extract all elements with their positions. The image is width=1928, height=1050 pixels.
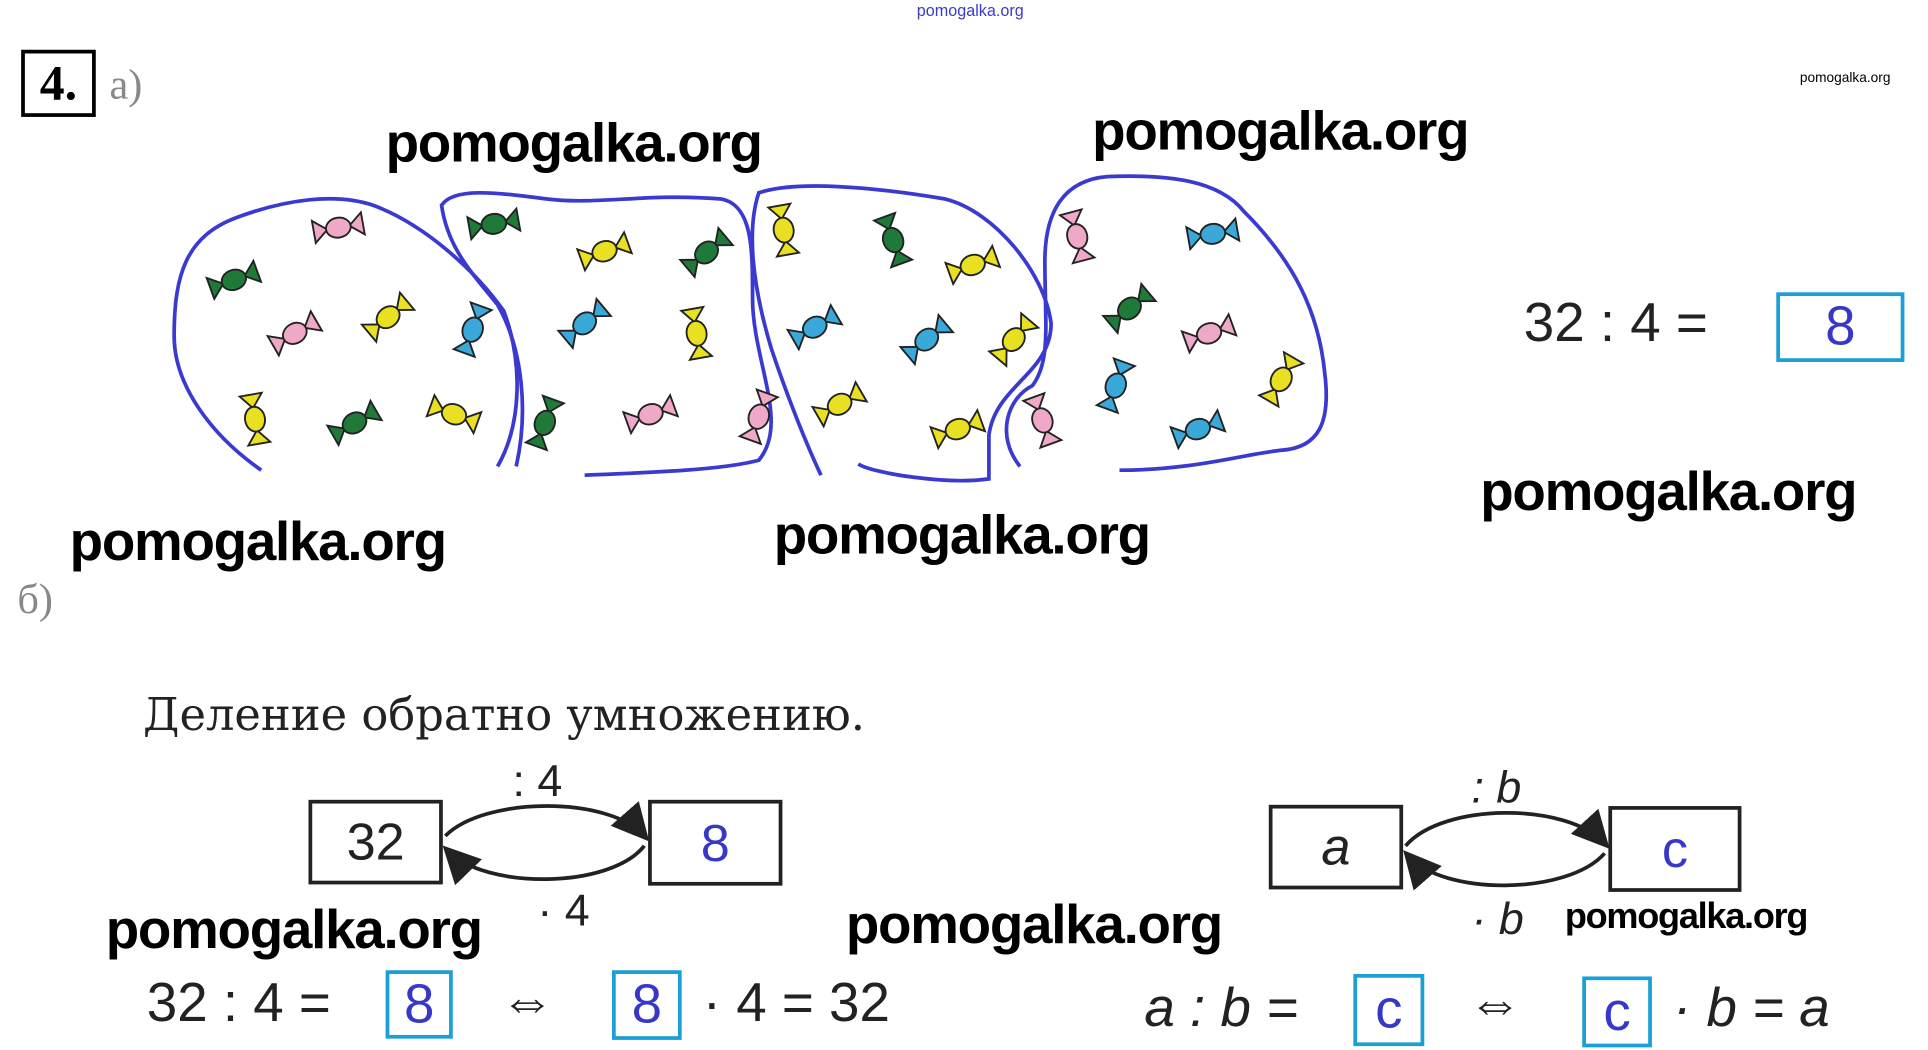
candy-icon bbox=[1169, 407, 1227, 451]
diagram-box-a: a bbox=[1268, 804, 1404, 890]
candy-icon bbox=[678, 225, 735, 280]
candy-icon bbox=[898, 312, 955, 367]
diagram-bottom-op: · b bbox=[1471, 893, 1524, 945]
watermark: pomogalka.org bbox=[105, 899, 483, 961]
arrow-forward bbox=[443, 801, 650, 842]
candy-icon bbox=[1180, 312, 1238, 355]
candy-icon bbox=[1185, 216, 1241, 252]
candy-icon bbox=[575, 230, 634, 273]
diagram-top-op: : 4 bbox=[512, 755, 563, 807]
candy-icon bbox=[621, 393, 680, 436]
eq-letters-rhs: · b = a bbox=[1673, 977, 1830, 1039]
eq-numeric-rhs: · 4 = 32 bbox=[702, 972, 890, 1034]
diagram-box-quotient: 8 bbox=[648, 799, 783, 886]
answer-box: c bbox=[1353, 973, 1425, 1047]
candy-icon bbox=[1094, 356, 1137, 415]
candy-icon bbox=[766, 202, 802, 258]
candy-icon bbox=[1256, 350, 1306, 409]
diagram-box-dividend: 32 bbox=[308, 799, 443, 885]
arrow-back bbox=[442, 844, 646, 886]
rule-text: Деление обратно умножению. bbox=[143, 690, 866, 742]
watermark: pomogalka.org bbox=[1480, 461, 1857, 523]
answer-box: c bbox=[1582, 976, 1652, 1048]
candy-icon bbox=[929, 407, 987, 451]
candy-icon bbox=[1021, 391, 1064, 450]
candy-icon bbox=[523, 394, 567, 452]
candy-group-outline bbox=[439, 191, 774, 478]
watermark-top: pomogalka.org bbox=[916, 1, 1024, 20]
part-b-label: б) bbox=[17, 577, 54, 624]
candy-icon bbox=[810, 379, 869, 429]
candy-icon bbox=[265, 309, 324, 358]
candy-icon bbox=[205, 258, 263, 302]
eq-numeric-lhs: 32 : 4 = bbox=[146, 972, 331, 1034]
candy-icon bbox=[1057, 208, 1097, 265]
candy-icon bbox=[871, 211, 915, 269]
arrow-forward bbox=[1404, 808, 1610, 849]
candy-icon bbox=[556, 296, 613, 351]
answer-box: 8 bbox=[385, 970, 453, 1039]
part-a-label: а) bbox=[109, 62, 143, 109]
candy-icon bbox=[425, 393, 483, 436]
answer-box: 8 bbox=[1776, 292, 1905, 362]
equivalence-symbol: ⇔ bbox=[1467, 972, 1523, 1034]
candy-icon bbox=[785, 302, 844, 352]
candy-icon bbox=[310, 210, 367, 246]
candy-icon bbox=[943, 243, 1002, 287]
watermark: pomogalka.org bbox=[1564, 896, 1809, 937]
candy-icon bbox=[987, 311, 1041, 368]
watermark: pomogalka.org bbox=[69, 511, 447, 573]
candy-icon bbox=[737, 387, 780, 446]
candy-icon bbox=[466, 206, 522, 242]
candy-icon bbox=[451, 300, 494, 359]
watermark-top-right: pomogalka.org bbox=[1799, 70, 1891, 86]
diagram-top-op: : b bbox=[1471, 761, 1522, 813]
candy-icon bbox=[325, 398, 384, 448]
candy-icon bbox=[237, 391, 273, 447]
candy-icon bbox=[359, 290, 417, 344]
arrow-back bbox=[1403, 850, 1607, 891]
eq-letters-lhs: a : b = bbox=[1144, 977, 1299, 1039]
division-equation: 32 : 4 = bbox=[1523, 292, 1708, 354]
answer-box: 8 bbox=[611, 970, 682, 1040]
candy-icon bbox=[1101, 281, 1158, 336]
diagram-bottom-op: · 4 bbox=[537, 884, 590, 936]
watermark: pomogalka.org bbox=[845, 894, 1223, 956]
watermark: pomogalka.org bbox=[1092, 100, 1469, 162]
watermark: pomogalka.org bbox=[385, 113, 763, 175]
candy-icon bbox=[679, 305, 715, 362]
equivalence-symbol: ⇔ bbox=[500, 970, 555, 1032]
watermark: pomogalka.org bbox=[773, 505, 1151, 566]
candy-group-outline bbox=[750, 184, 1053, 483]
candy-group-outline bbox=[1004, 174, 1329, 473]
task-number: 4. bbox=[21, 49, 96, 117]
diagram-box-c: c bbox=[1608, 806, 1742, 892]
